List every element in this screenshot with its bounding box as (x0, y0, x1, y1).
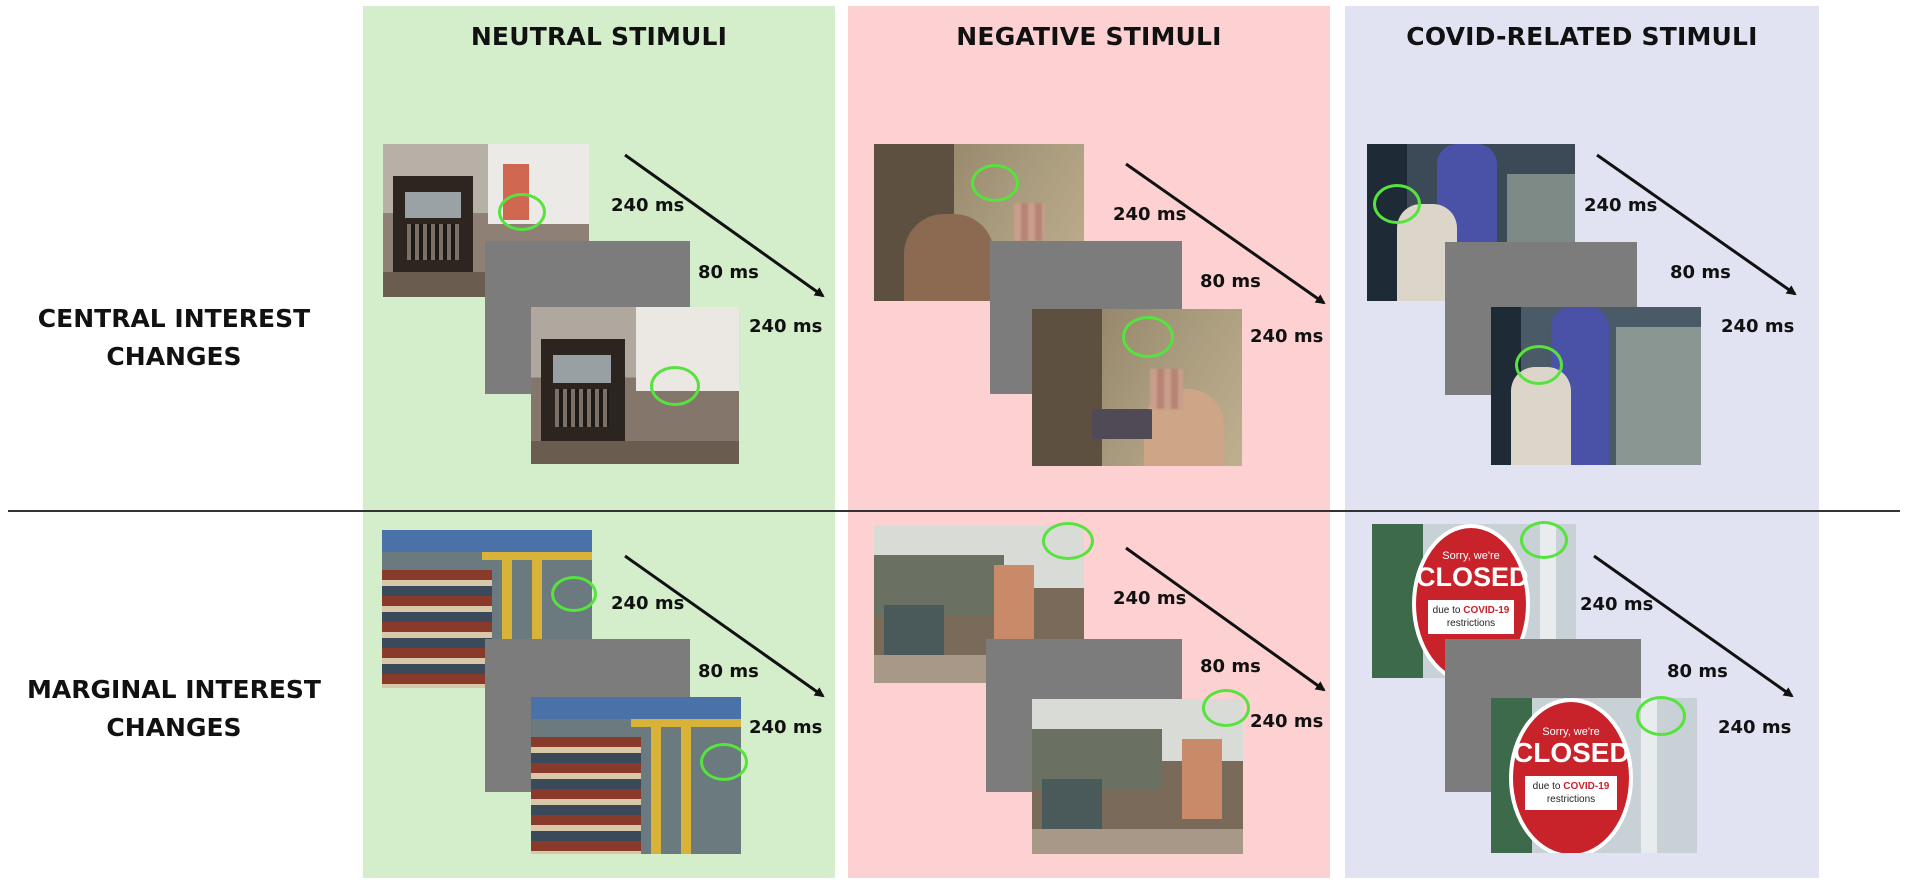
timing-first-image: 240 ms (1113, 588, 1187, 609)
change-highlight-ring (650, 366, 700, 406)
change-highlight-ring (1636, 696, 1686, 736)
sign-main-text: CLOSED (1416, 562, 1529, 592)
timing-second-image: 240 ms (749, 717, 823, 738)
timing-second-image: 240 ms (1718, 717, 1792, 738)
timing-mask: 80 ms (1667, 661, 1728, 682)
sign-covid-text: COVID-19 (1563, 781, 1610, 792)
change-highlight-ring (1373, 184, 1421, 224)
marginal-interest-label: MARGINAL INTEREST CHANGES (0, 671, 348, 747)
central-label-line1: CENTRAL INTEREST (37, 304, 311, 333)
time-arrow (1596, 153, 1797, 296)
negative-column-title: NEGATIVE STIMULI (956, 22, 1222, 51)
hospital-image-changed (1491, 307, 1701, 465)
time-arrow (624, 153, 825, 298)
row-divider (8, 510, 1900, 512)
time-arrow (624, 554, 825, 698)
timing-mask: 80 ms (698, 262, 759, 283)
timing-first-image: 240 ms (1113, 204, 1187, 225)
change-highlight-ring (551, 576, 597, 612)
sign-top-text: Sorry, we're (1542, 726, 1600, 738)
blurred-face (1150, 369, 1183, 409)
central-interest-label: CENTRAL INTEREST CHANGES (0, 300, 348, 376)
timing-mask: 80 ms (1200, 656, 1261, 677)
blurred-face (1014, 203, 1045, 241)
neutral-column-title: NEUTRAL STIMULI (470, 22, 728, 51)
sign-bottom-text: due to (1432, 605, 1461, 616)
sign-restrictions-text: restrictions (1446, 618, 1496, 629)
sign-main-text: CLOSED (1513, 737, 1630, 768)
timing-second-image: 240 ms (1250, 326, 1324, 347)
marginal-label-line2: CHANGES (106, 713, 242, 742)
change-highlight-ring (971, 164, 1019, 202)
closed-sign: Sorry, we're CLOSED due to COVID-19 rest… (1509, 698, 1633, 853)
timing-first-image: 240 ms (611, 593, 685, 614)
change-highlight-ring (1520, 521, 1568, 559)
timing-first-image: 240 ms (611, 195, 685, 216)
marginal-label-line1: MARGINAL INTEREST (27, 675, 321, 704)
timing-mask: 80 ms (1200, 271, 1261, 292)
time-arrow (1125, 162, 1326, 305)
covid-column-title: COVID-RELATED STIMULI (1406, 22, 1758, 51)
change-highlight-ring (1042, 522, 1094, 560)
change-highlight-ring (700, 743, 748, 781)
timing-second-image: 240 ms (749, 316, 823, 337)
truck-image-changed (531, 307, 739, 464)
timing-first-image: 240 ms (1584, 195, 1658, 216)
change-highlight-ring (1515, 345, 1563, 385)
timing-mask: 80 ms (698, 661, 759, 682)
time-arrow (1593, 554, 1794, 698)
change-highlight-ring (498, 193, 546, 231)
timing-second-image: 240 ms (1250, 711, 1324, 732)
timing-second-image: 240 ms (1721, 316, 1795, 337)
port-image-changed (531, 697, 741, 854)
central-label-line2: CHANGES (106, 342, 242, 371)
change-highlight-ring (1202, 689, 1250, 727)
sign-top-text: Sorry, we're (1442, 550, 1500, 562)
sign-restrictions-text: restrictions (1546, 794, 1596, 805)
crowd-image-changed (1032, 699, 1243, 854)
timing-mask: 80 ms (1670, 262, 1731, 283)
time-arrow (1125, 546, 1326, 692)
sign-bottom-text: due to (1532, 781, 1561, 792)
timing-first-image: 240 ms (1580, 594, 1654, 615)
change-highlight-ring (1122, 316, 1174, 358)
sign-covid-text: COVID-19 (1463, 605, 1510, 616)
